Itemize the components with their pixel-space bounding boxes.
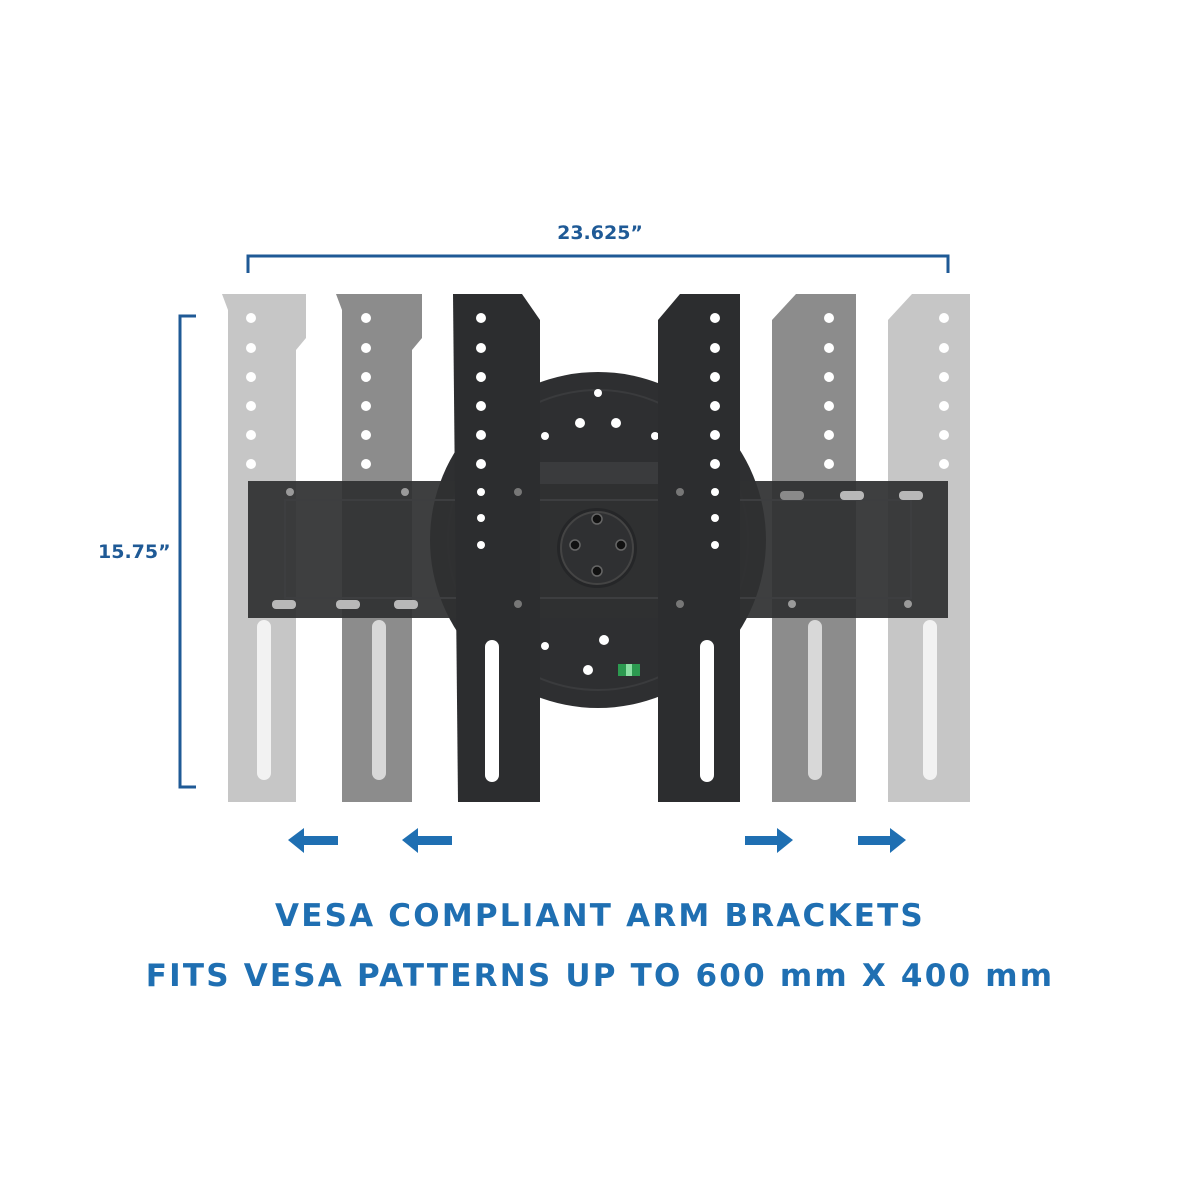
bubble-level-icon (618, 664, 640, 676)
arrow-left-icon (288, 828, 338, 853)
arrow-left-icon (402, 828, 452, 853)
width-dimension-label: 23.625” (557, 222, 643, 244)
arrow-right-icon (745, 828, 793, 853)
height-dimension-label: 15.75” (98, 541, 171, 563)
arrow-right-icon (858, 828, 906, 853)
bracket-left-main (453, 294, 540, 802)
bracket-right-main (658, 294, 740, 802)
center-hub (540, 462, 658, 588)
caption-line-2: FITS VESA PATTERNS UP TO 600 mm X 400 mm (145, 958, 1055, 994)
height-dimension-line (178, 314, 196, 789)
caption-line-1: VESA COMPLIANT ARM BRACKETS (275, 898, 925, 934)
width-dimension-line (246, 254, 950, 273)
